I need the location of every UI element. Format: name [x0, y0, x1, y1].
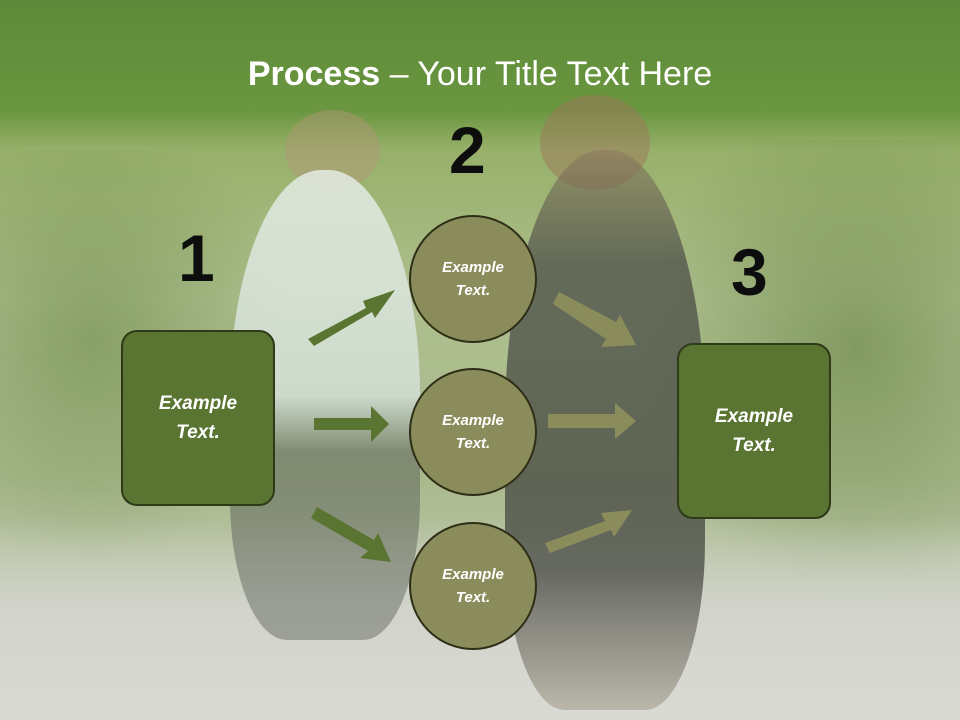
- right-arrow-icon: [311, 507, 391, 562]
- circle-text-top: Example Text.: [442, 259, 504, 299]
- circle-text-middle: Example Text.: [442, 412, 504, 452]
- step-2-circle-top: Example Text.: [409, 215, 537, 343]
- step-2-circle-bottom: Example Text.: [409, 522, 537, 650]
- step-3-box: Example Text.: [677, 343, 831, 519]
- background-runner-right: [505, 150, 705, 710]
- step-number-2: 2: [449, 113, 486, 187]
- slide-title: Process – Your Title Text Here: [0, 52, 960, 96]
- slide-title-rest: – Your Title Text Here: [380, 55, 713, 93]
- step-2-circle-middle: Example Text.: [409, 368, 537, 496]
- step-1-box-text: Example Text.: [158, 393, 238, 443]
- step-number-3: 3: [731, 235, 768, 309]
- right-arrow-icon: [314, 406, 389, 442]
- step-3-box-text: Example Text.: [714, 406, 794, 456]
- right-arrow-icon: [545, 510, 632, 553]
- step-number-1: 1: [178, 221, 215, 295]
- slide-title-bold: Process: [247, 55, 381, 93]
- right-arrow-icon: [548, 403, 636, 439]
- circle-text-bottom: Example Text.: [442, 566, 504, 606]
- right-arrow-icon: [308, 290, 395, 346]
- step-1-box: Example Text.: [121, 330, 275, 506]
- right-arrow-icon: [553, 292, 636, 347]
